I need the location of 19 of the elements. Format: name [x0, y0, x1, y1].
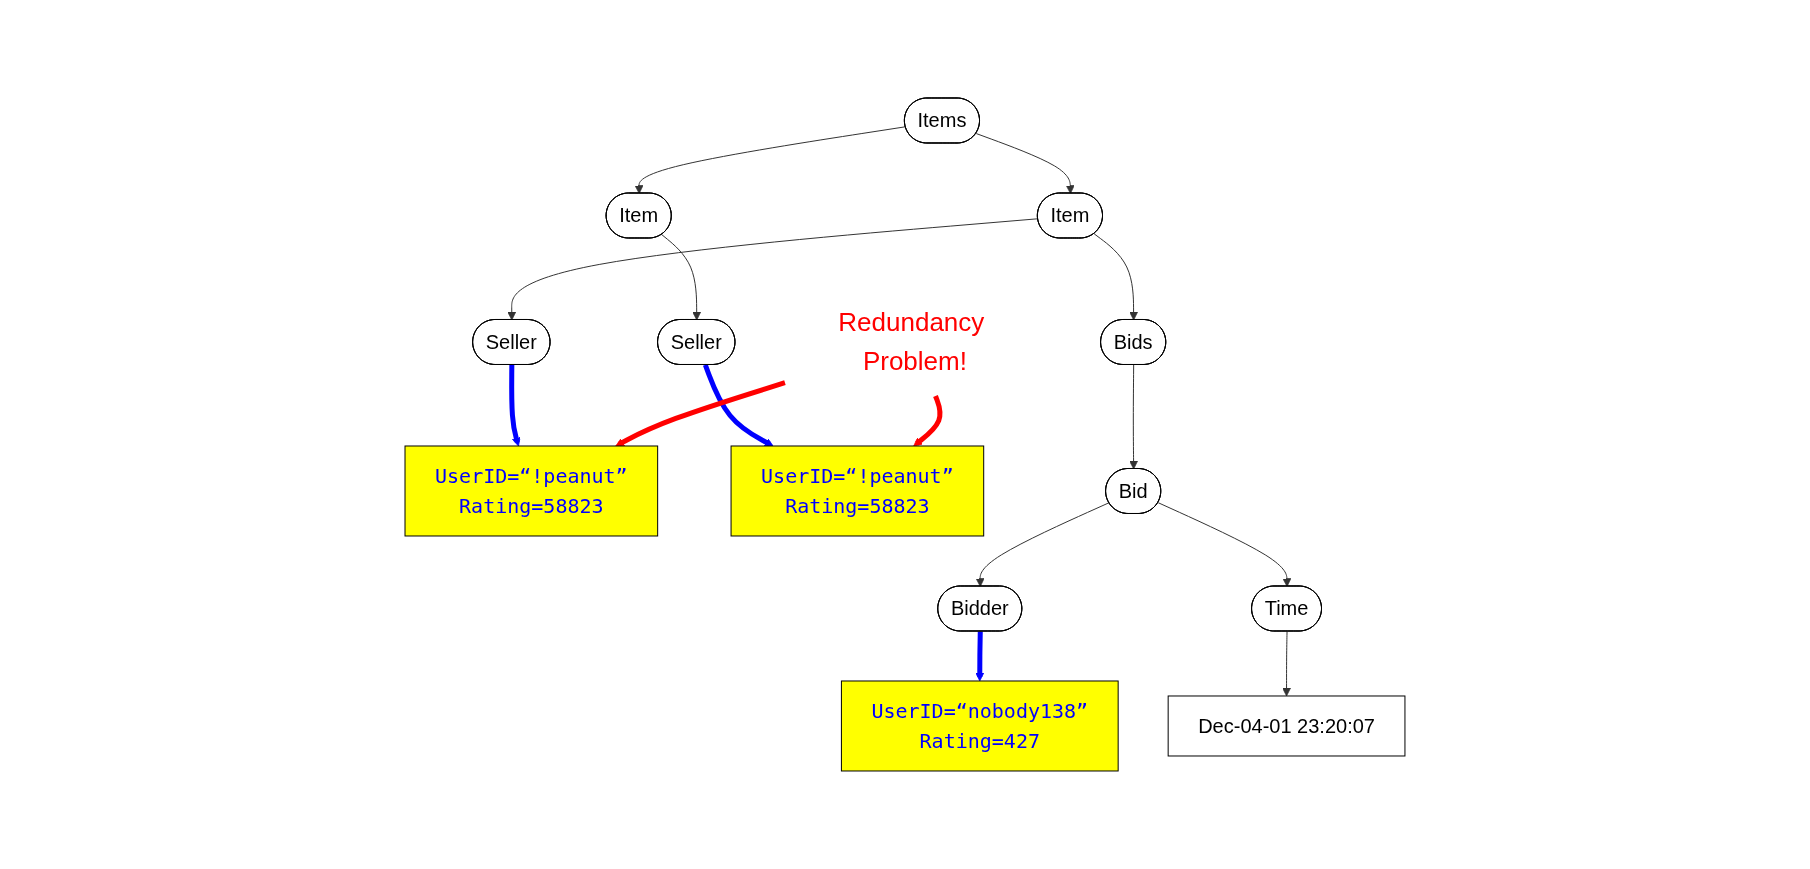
node-box: Dec-04-01 23:20:07 [1167, 695, 1406, 757]
arrow [634, 126, 907, 194]
arrow [1157, 502, 1292, 587]
node-box: UserID=“!peanut” Rating=58823 [730, 445, 985, 537]
arrow [1282, 631, 1291, 697]
node-text: Redundancy Problem! [838, 307, 985, 376]
node-box: UserID=“nobody138” Rating=427 [840, 680, 1119, 772]
arrow [507, 218, 1039, 321]
arrow [1093, 233, 1138, 321]
arrow [661, 234, 702, 321]
arrow [615, 380, 786, 447]
node-box: UserID=“!peanut” Rating=58823 [404, 445, 659, 537]
arrow [703, 364, 774, 447]
arrow [913, 395, 943, 447]
arrow [975, 631, 985, 682]
arrow [509, 364, 521, 447]
arrow [975, 133, 1075, 194]
arrow [1129, 364, 1138, 470]
arrow [975, 502, 1110, 587]
